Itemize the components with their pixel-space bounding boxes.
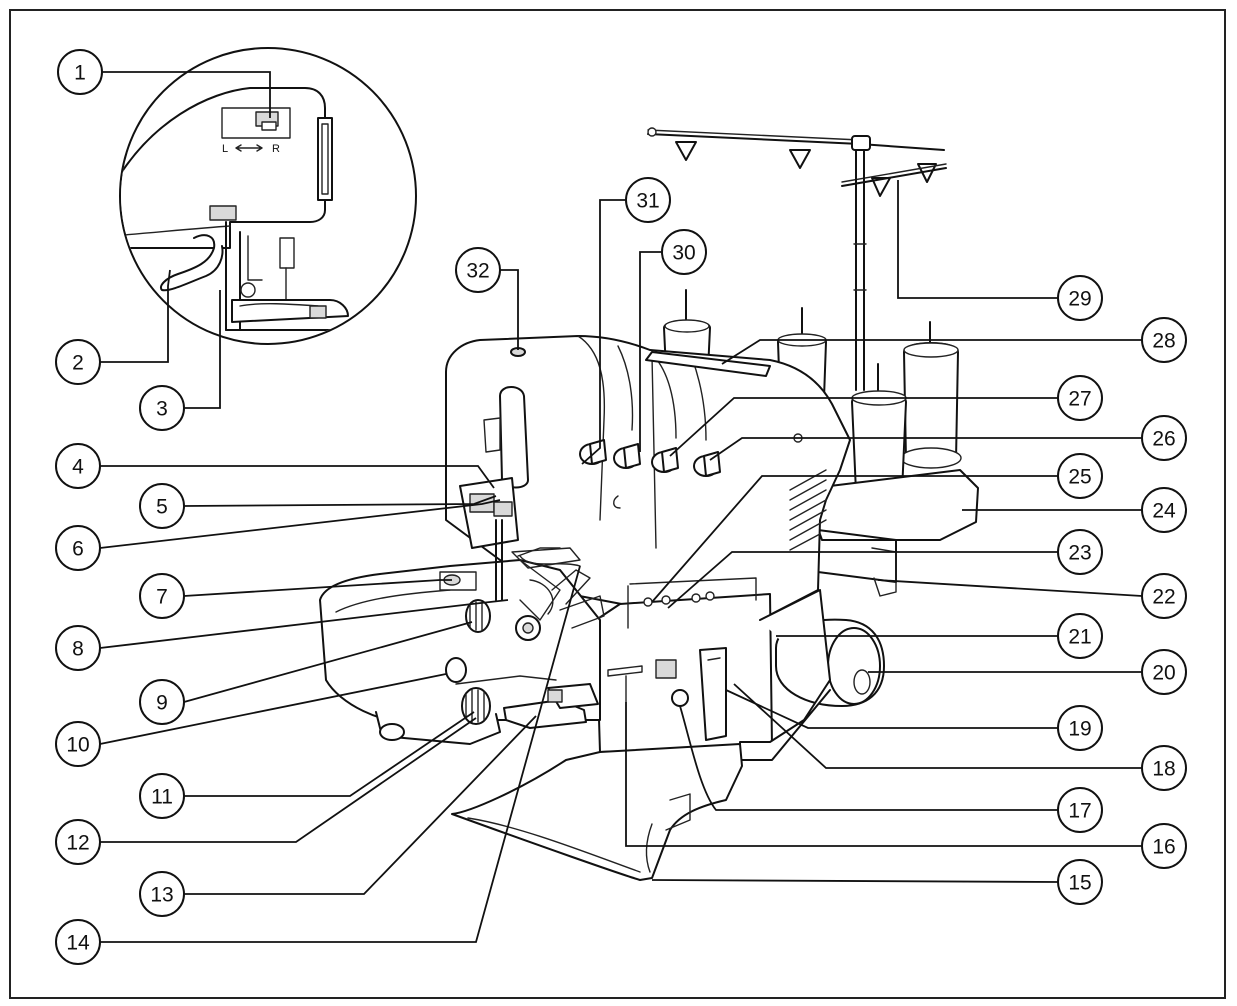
inset-left-label: L [222, 143, 228, 155]
callout-label: 15 [1068, 872, 1091, 895]
callout-label: 26 [1152, 428, 1175, 451]
leader-lines [99, 71, 1143, 943]
callout-1: 1 [57, 49, 103, 95]
callout-label: 20 [1152, 662, 1175, 685]
callout-28: 28 [1141, 317, 1187, 363]
callout-8: 8 [55, 625, 101, 671]
needle-area [439, 477, 605, 729]
callout-3: 3 [139, 385, 185, 431]
callout-label: 5 [156, 496, 168, 519]
callout-label: 4 [72, 456, 84, 479]
machine-body [319, 335, 979, 881]
callout-label: 32 [466, 260, 489, 283]
callout-7: 7 [139, 573, 185, 619]
callout-21: 21 [1057, 613, 1103, 659]
callout-19: 19 [1057, 705, 1103, 751]
callout-label: 31 [636, 190, 659, 213]
callout-label: 18 [1152, 758, 1175, 781]
callout-32: 32 [455, 247, 501, 293]
callout-label: 25 [1068, 466, 1091, 489]
callout-12: 12 [55, 819, 101, 865]
callout-4: 4 [55, 443, 101, 489]
callout-22: 22 [1141, 573, 1187, 619]
callout-30: 30 [661, 229, 707, 275]
callout-label: 24 [1152, 500, 1176, 523]
callout-2: 2 [55, 339, 101, 385]
callout-27: 27 [1057, 375, 1103, 421]
callout-5: 5 [139, 483, 185, 529]
callout-label: 19 [1068, 718, 1091, 741]
callout-label: 21 [1068, 626, 1091, 649]
callout-15: 15 [1057, 859, 1103, 905]
callout-label: 12 [66, 832, 89, 855]
callout-label: 27 [1068, 388, 1091, 411]
side-vent [789, 469, 827, 551]
callout-label: 29 [1068, 288, 1091, 311]
callout-16: 16 [1141, 823, 1187, 869]
callout-20: 20 [1141, 649, 1187, 695]
callout-24: 24 [1141, 487, 1187, 533]
callout-26: 26 [1141, 415, 1187, 461]
callout-13: 13 [139, 871, 185, 917]
callout-label: 9 [156, 692, 168, 715]
callout-label: 16 [1152, 836, 1175, 859]
callout-label: 3 [156, 398, 168, 421]
thread-stand [647, 127, 947, 391]
callout-label: 28 [1152, 330, 1175, 353]
callout-label: 7 [156, 586, 168, 609]
callout-11: 11 [139, 773, 185, 819]
inset-detail: L R [119, 47, 417, 345]
callout-label: 23 [1068, 542, 1091, 565]
callout-label: 14 [66, 932, 90, 955]
callout-6: 6 [55, 525, 101, 571]
callout-label: 10 [66, 734, 89, 757]
callout-label: 11 [151, 786, 173, 809]
callout-label: 22 [1152, 586, 1175, 609]
callout-14: 14 [55, 919, 101, 965]
front-cover [451, 743, 743, 881]
callout-10: 10 [55, 721, 101, 767]
callout-label: 30 [672, 242, 695, 265]
callout-25: 25 [1057, 453, 1103, 499]
callout-label: 17 [1068, 800, 1091, 823]
callout-label: 2 [72, 352, 84, 375]
callouts: 1 2 3 4 5 6 7 8 9 10 11 12 13 14 15 16 1… [55, 49, 1187, 965]
callout-18: 18 [1141, 745, 1187, 791]
callout-label: 1 [74, 62, 86, 85]
callout-31: 31 [625, 177, 671, 223]
callout-17: 17 [1057, 787, 1103, 833]
inset-right-label: R [272, 143, 280, 155]
callout-23: 23 [1057, 529, 1103, 575]
callout-label: 13 [150, 884, 173, 907]
callout-label: 6 [72, 538, 84, 561]
callout-9: 9 [139, 679, 185, 725]
callout-29: 29 [1057, 275, 1103, 321]
callout-label: 8 [72, 638, 84, 661]
